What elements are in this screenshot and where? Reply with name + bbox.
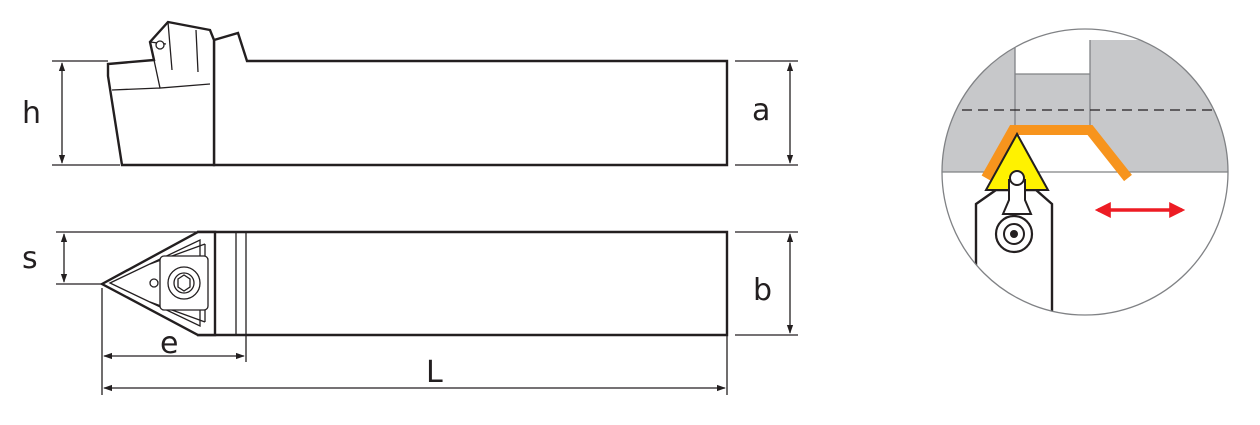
side-view-clamp bbox=[111, 21, 211, 91]
top-view-small-hole bbox=[149, 278, 159, 288]
L-dimension-label: L bbox=[426, 355, 443, 390]
s-dimension-label: s bbox=[22, 241, 38, 276]
top-view: s b e L bbox=[22, 230, 798, 395]
top-view-shank bbox=[197, 230, 729, 337]
detail-clamp bbox=[1001, 179, 1033, 215]
top-view-screw-hex bbox=[177, 274, 191, 292]
a-dimension-label: a bbox=[752, 93, 770, 128]
detail-circle-outline bbox=[941, 28, 1229, 316]
h-dimension-label: h bbox=[22, 96, 41, 131]
detail-screw-core bbox=[1010, 230, 1018, 238]
application-detail bbox=[941, 28, 1229, 316]
b-dimension-label: b bbox=[753, 273, 772, 308]
side-view-shank bbox=[212, 31, 729, 167]
top-view-screw-inner bbox=[173, 272, 195, 294]
e-dimension-label: e bbox=[160, 326, 178, 361]
side-view-head bbox=[106, 20, 216, 167]
side-view: h a bbox=[22, 20, 798, 167]
detail-workpiece bbox=[942, 30, 1228, 172]
side-view-screw bbox=[155, 40, 165, 50]
detail-clamp-pin bbox=[1009, 170, 1025, 186]
detail-tool-path bbox=[981, 125, 1132, 182]
